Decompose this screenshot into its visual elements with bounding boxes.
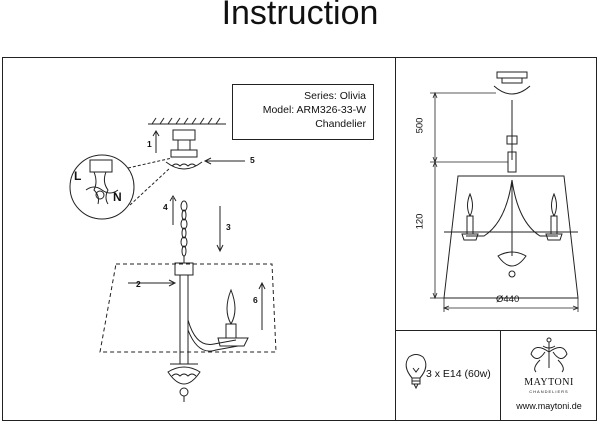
frame-divider-footer <box>500 330 501 421</box>
step-label-4: 4 <box>163 202 168 212</box>
brand-website: www.maytoni.de <box>516 401 582 411</box>
series-label: Series: Olivia <box>304 90 366 102</box>
step-label-1: 1 <box>147 139 152 149</box>
step-label-2: 2 <box>136 279 141 289</box>
wiring-detail-circle <box>69 154 135 220</box>
lamp-spec: 3 x E14 (60w) <box>426 368 491 380</box>
arrow-step-5-head <box>203 157 212 165</box>
arrow-step-3-head <box>216 244 224 253</box>
drawing-frame <box>2 57 597 421</box>
suspension-chain <box>180 200 188 263</box>
brand-name: MAYTONI <box>524 377 574 388</box>
arrow-step-1-head <box>152 130 160 137</box>
detail-leader-bottom <box>129 167 171 206</box>
product-type-label: Chandelier <box>315 118 366 130</box>
arrow-step-6-head <box>258 281 266 290</box>
ceiling-canopy <box>165 129 203 170</box>
model-label: Model: ARM326-33-W <box>262 104 366 116</box>
dimension-height-suspension: 500 <box>414 117 426 134</box>
arrow-step-2-head <box>168 279 177 287</box>
light-bulb-icon <box>405 354 427 390</box>
maytoni-logo-icon <box>530 337 568 373</box>
page-title: Instruction <box>221 0 379 32</box>
product-info-box: Series: Olivia Model: ARM326-33-W Chande… <box>232 84 374 140</box>
dimension-drawing <box>443 71 579 299</box>
brand-subtitle: CHANDELIERS <box>529 389 569 394</box>
dimension-height-body: 120 <box>414 213 426 230</box>
dimension-diameter: Ø440 <box>496 294 520 305</box>
arrow-step-4-head <box>169 195 177 202</box>
wire-label-live: L <box>74 169 82 183</box>
ceiling-hatch <box>148 117 226 125</box>
detail-leader-top <box>127 157 173 169</box>
dimension-lines <box>430 91 580 312</box>
wiring-terminal-detail <box>85 159 119 205</box>
lamp-shade <box>99 263 277 353</box>
step-label-3: 3 <box>226 222 231 232</box>
chandelier-body <box>167 262 249 402</box>
step-label-6: 6 <box>253 295 258 305</box>
wire-label-neutral: N <box>113 190 122 204</box>
frame-divider-horizontal <box>395 330 597 331</box>
step-label-5: 5 <box>250 155 255 165</box>
frame-divider-vertical <box>395 57 396 421</box>
